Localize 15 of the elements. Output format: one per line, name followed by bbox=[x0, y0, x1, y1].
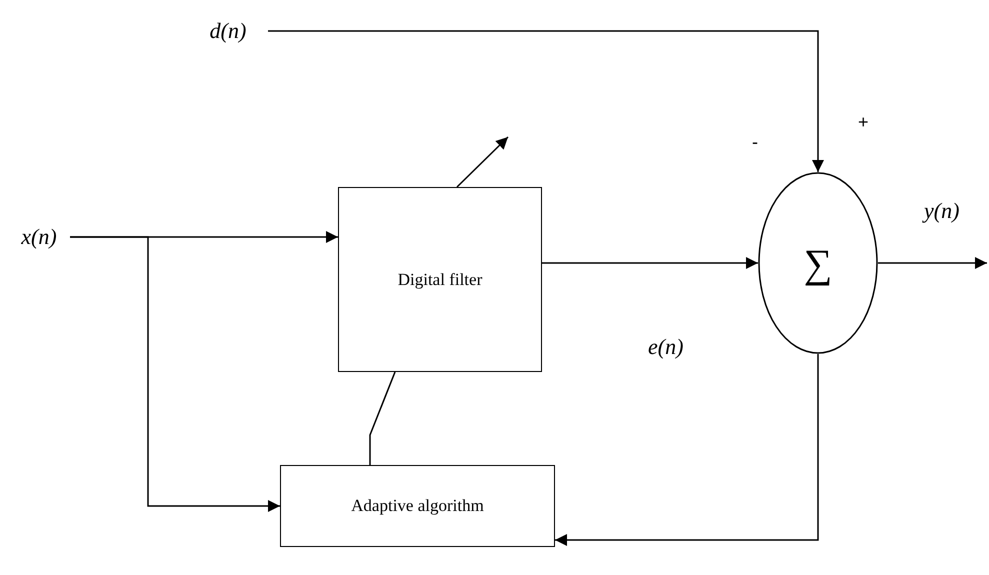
connector-line bbox=[369, 372, 396, 465]
arrow bbox=[878, 257, 987, 269]
sigma-symbol: ∑ bbox=[804, 240, 832, 286]
arrow bbox=[542, 257, 758, 269]
signal-label: x(n) bbox=[21, 224, 57, 250]
block-label: Digital filter bbox=[398, 270, 482, 290]
signal-label: d(n) bbox=[210, 18, 246, 44]
arrow bbox=[70, 236, 280, 512]
sign-label: + bbox=[858, 112, 869, 133]
arrow bbox=[555, 354, 819, 546]
sign-label: - bbox=[752, 132, 758, 153]
algorithm-box bbox=[280, 465, 555, 547]
arrow bbox=[268, 30, 824, 172]
block-label: Adaptive algorithm bbox=[351, 496, 484, 516]
filter-box bbox=[338, 187, 542, 372]
